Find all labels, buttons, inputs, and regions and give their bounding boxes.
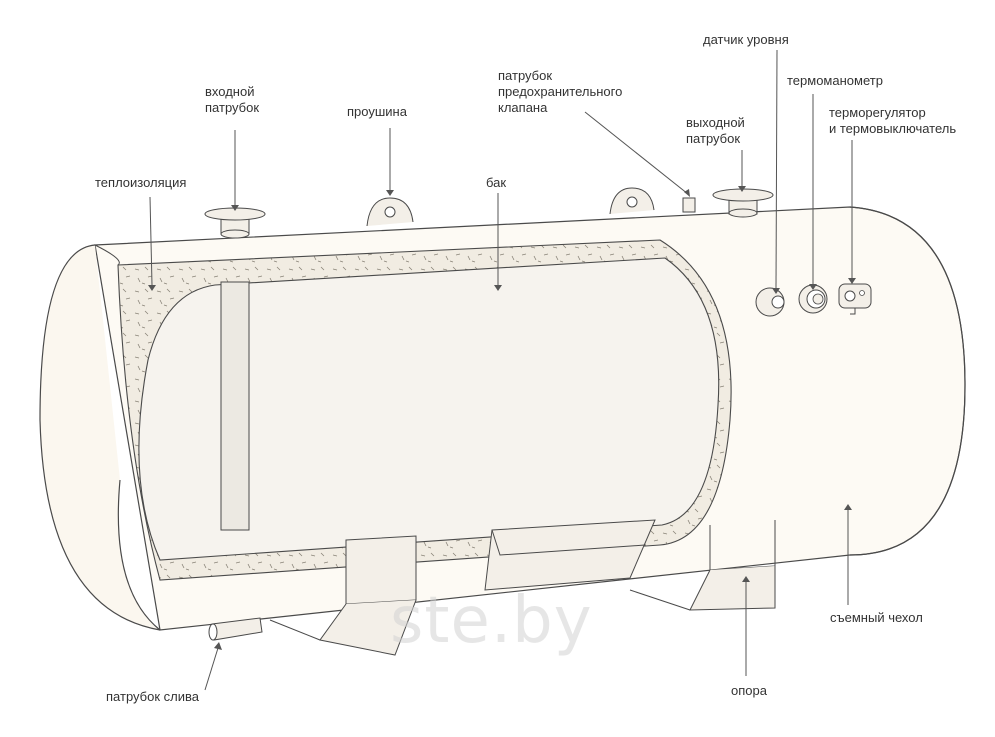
lug-right-drawing bbox=[609, 187, 655, 215]
right-end-cap bbox=[849, 206, 966, 556]
support-right-drawing bbox=[629, 520, 776, 611]
level-sensor-drawing bbox=[755, 287, 785, 317]
label-thermoregulator: терморегулятор и термовыключатель bbox=[829, 105, 957, 136]
support-left-drawing bbox=[269, 535, 417, 656]
safety-valve-pipe-drawing bbox=[682, 197, 696, 213]
label-insulation: теплоизоляция bbox=[95, 175, 187, 190]
leader-arrows bbox=[148, 186, 856, 650]
leader-lines bbox=[149, 49, 853, 691]
label-level-sensor: датчик уровня bbox=[703, 32, 789, 47]
thermoregulator-drawing bbox=[838, 283, 872, 315]
leader-insulation bbox=[149, 196, 153, 286]
label-safety-valve-pipe: патрубок предохранительного клапана bbox=[498, 68, 623, 115]
lug-left-drawing bbox=[366, 197, 414, 227]
left-end-rim bbox=[94, 244, 120, 266]
label-removable-cover: съемный чехол bbox=[830, 610, 923, 625]
label-support: опора bbox=[731, 683, 767, 698]
thermomanometer-drawing bbox=[798, 284, 828, 314]
label-outlet-pipe: выходной патрубок bbox=[686, 115, 745, 146]
label-tank: бак bbox=[486, 175, 507, 190]
inlet-pipe-drawing bbox=[204, 207, 266, 239]
label-thermomanometer: термоманометр bbox=[787, 73, 883, 88]
label-lug: проушина bbox=[347, 104, 407, 119]
label-drain-pipe: патрубок слива bbox=[106, 689, 199, 704]
watermark: ste.by bbox=[390, 584, 593, 658]
drain-pipe-drawing bbox=[208, 617, 263, 641]
leader-level-sensor bbox=[775, 49, 778, 289]
support-middle-drawing bbox=[484, 519, 656, 591]
internal-pipe bbox=[220, 281, 250, 531]
outlet-pipe-drawing bbox=[712, 188, 774, 218]
inner-tank bbox=[138, 257, 720, 561]
left-end-cap bbox=[39, 244, 161, 631]
leader-safety-valve bbox=[584, 111, 689, 195]
leader-drain bbox=[204, 647, 219, 691]
label-inlet-pipe: входной патрубок bbox=[205, 84, 260, 115]
